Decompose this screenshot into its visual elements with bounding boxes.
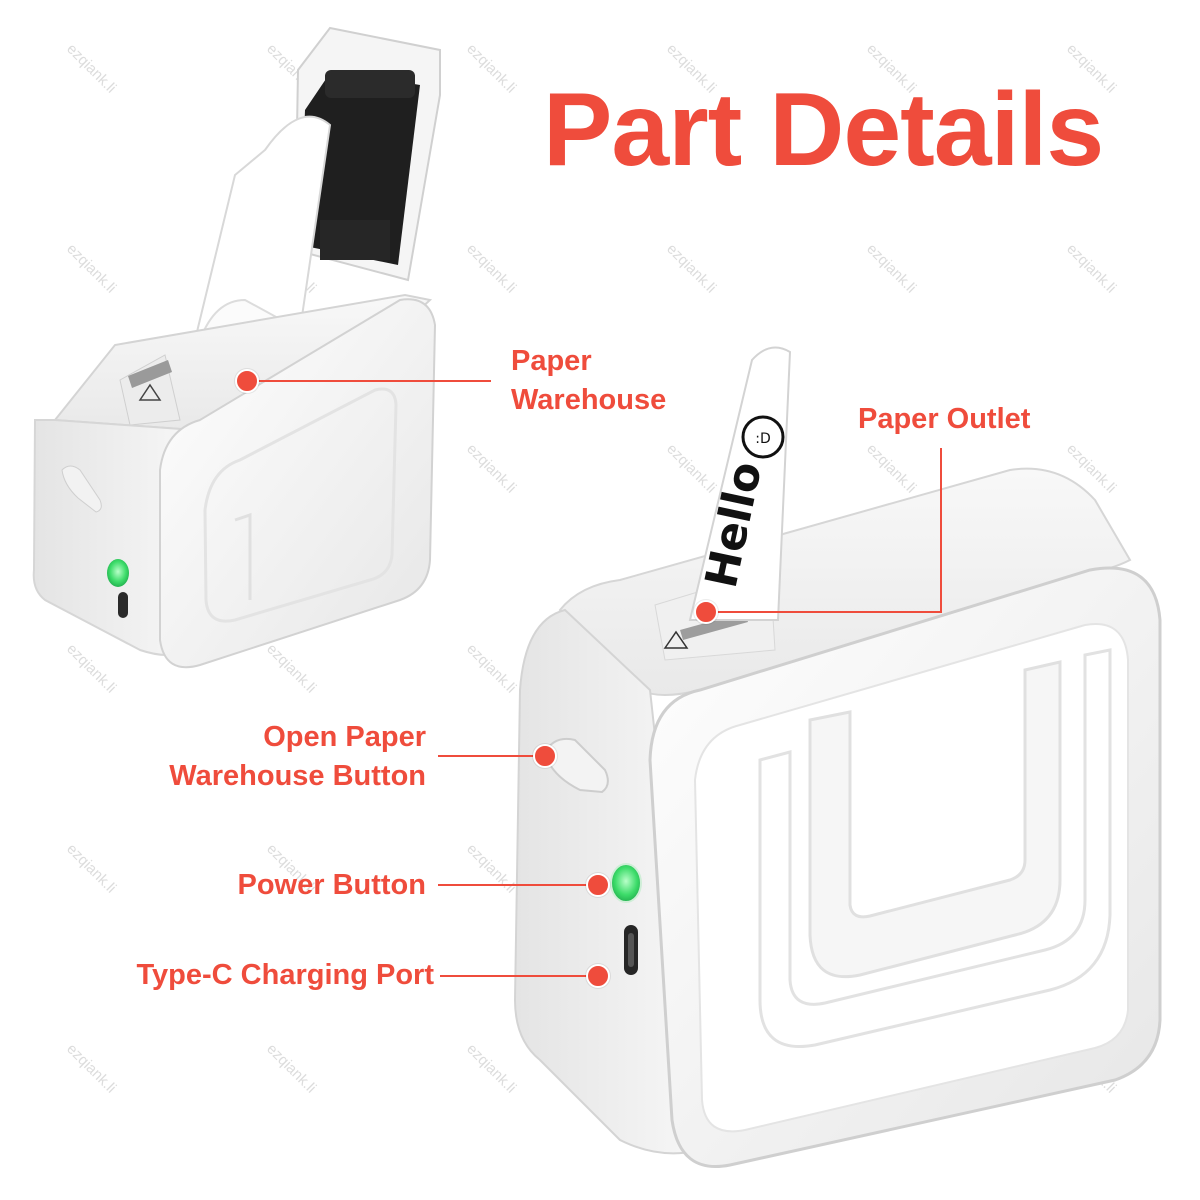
callout-line-charging-port <box>440 975 598 977</box>
callout-paper-warehouse: Paper Warehouse <box>511 342 666 420</box>
callout-line-open-button <box>438 755 546 757</box>
callout-dot-open-button <box>533 744 557 768</box>
printer-closed-view <box>513 467 1162 1168</box>
callout-charging-port: Type-C Charging Port <box>136 959 434 991</box>
callout-line-paper-outlet-horizontal <box>704 611 942 613</box>
callout-dot-charging-port <box>586 964 610 988</box>
callout-paper-outlet: Paper Outlet <box>858 403 1031 435</box>
printer-open-view <box>32 26 441 669</box>
callout-dot-paper-outlet <box>694 600 718 624</box>
callout-line-paper-outlet-vertical <box>940 448 942 613</box>
callout-paper-warehouse-line-1: Paper <box>511 345 592 377</box>
printed-label-strip: :D Hello <box>688 346 792 621</box>
page-title: Part Details <box>543 72 1104 188</box>
callout-power-button: Power Button <box>237 869 427 901</box>
callout-line-paper-warehouse <box>245 380 491 382</box>
svg-text::D: :D <box>755 431 771 447</box>
callout-dot-paper-warehouse <box>235 369 259 393</box>
callout-paper-warehouse-line-2: Warehouse <box>511 384 667 416</box>
callout-open-button-line-1: Open Paper <box>263 721 426 753</box>
callout-dot-power-button <box>586 873 610 897</box>
callout-open-button: Open Paper Warehouse Button <box>130 718 426 796</box>
callout-line-power-button <box>438 884 598 886</box>
callout-open-button-line-2: Warehouse Button <box>169 760 426 792</box>
